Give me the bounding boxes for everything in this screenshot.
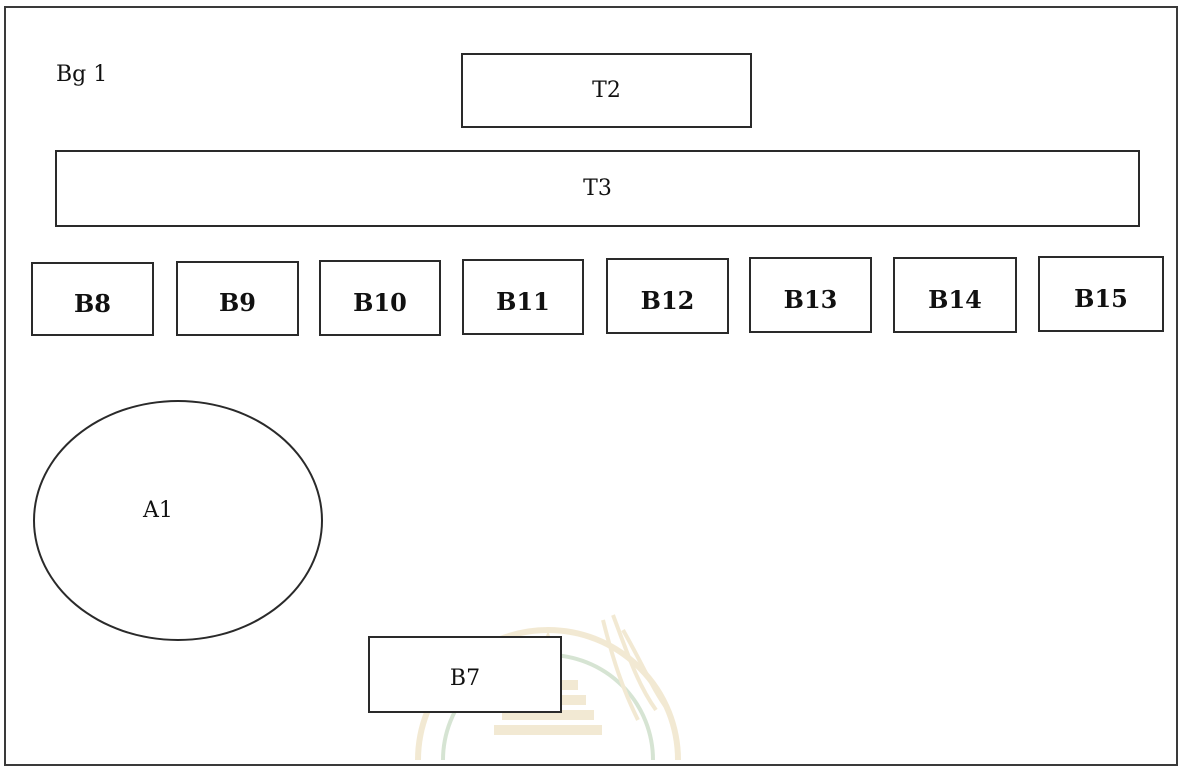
button-b12[interactable]: B12 bbox=[606, 258, 729, 334]
area-a1[interactable]: A1 bbox=[33, 400, 323, 641]
button-b12-label: B12 bbox=[640, 285, 695, 315]
button-b7-label: B7 bbox=[449, 666, 481, 691]
button-b10[interactable]: B10 bbox=[319, 260, 441, 336]
button-b14[interactable]: B14 bbox=[893, 257, 1017, 333]
button-b15[interactable]: B15 bbox=[1038, 256, 1164, 332]
button-b7[interactable]: B7 bbox=[368, 636, 562, 713]
button-b8-label: B8 bbox=[74, 288, 111, 318]
title-box-t2: T2 bbox=[461, 53, 752, 128]
button-b14-label: B14 bbox=[928, 284, 982, 314]
title-box-t3-label: T3 bbox=[583, 176, 612, 201]
button-b13[interactable]: B13 bbox=[749, 257, 872, 333]
area-a1-label: A1 bbox=[143, 498, 173, 523]
button-b15-label: B15 bbox=[1074, 283, 1128, 313]
background-label: Bg 1 bbox=[56, 62, 108, 87]
button-b11[interactable]: B11 bbox=[462, 259, 584, 335]
title-box-t3: T3 bbox=[55, 150, 1140, 227]
button-b9[interactable]: B9 bbox=[176, 261, 299, 336]
button-b13-label: B13 bbox=[783, 284, 838, 314]
button-b11-label: B11 bbox=[496, 286, 550, 316]
button-b8[interactable]: B8 bbox=[31, 262, 154, 336]
button-b9-label: B9 bbox=[219, 288, 256, 317]
title-box-t2-label: T2 bbox=[592, 78, 621, 103]
button-b10-label: B10 bbox=[353, 287, 407, 317]
